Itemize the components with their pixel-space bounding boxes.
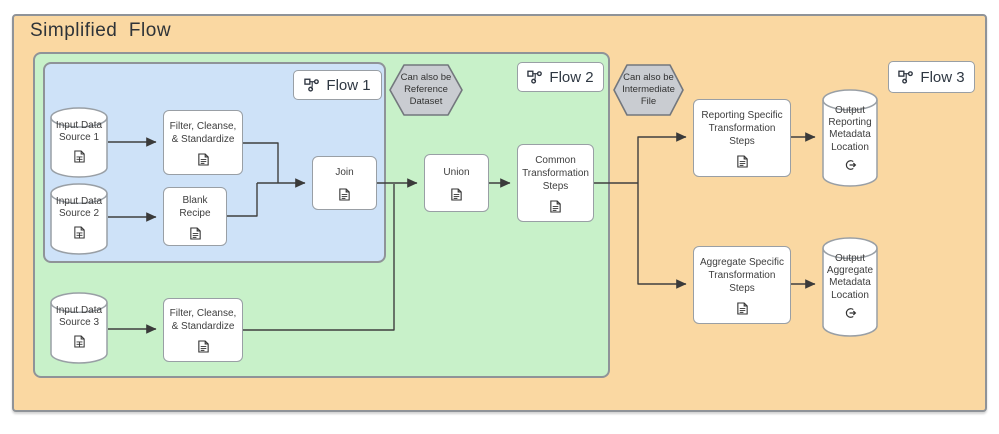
node-label: Output Aggregate Metadata Location bbox=[826, 253, 874, 301]
export-icon bbox=[843, 159, 857, 171]
node-label: Output Reporting Metadata Location bbox=[828, 105, 872, 153]
table-file-icon bbox=[73, 150, 85, 163]
document-icon bbox=[197, 152, 209, 166]
cylinder-shape bbox=[822, 237, 878, 337]
node-input-data-source-2[interactable]: Input Data Source 2 bbox=[50, 183, 108, 255]
table-file-icon bbox=[73, 226, 85, 239]
node-aggregate-specific-transformation-steps[interactable]: Aggregate Specific Transformation Steps bbox=[693, 246, 791, 324]
flow3-label-box[interactable]: Flow 3 bbox=[888, 61, 975, 93]
flow2-label-box[interactable]: Flow 2 bbox=[517, 62, 604, 92]
node-label: Join bbox=[335, 166, 354, 178]
node-filter-cleanse-standardize-1[interactable]: Filter, Cleanse, & Standardize bbox=[163, 110, 243, 175]
cylinder-shape bbox=[50, 183, 108, 255]
callout-intermediate-file[interactable]: Can also be Intermediate File bbox=[612, 62, 685, 118]
node-label: Reporting Specific Transformation Steps bbox=[701, 109, 783, 147]
node-label: Blank Recipe bbox=[179, 194, 211, 219]
callout-intermediate-label: Can also be Intermediate File bbox=[622, 72, 675, 107]
document-icon bbox=[189, 226, 201, 240]
node-join[interactable]: Join bbox=[312, 156, 377, 210]
document-icon bbox=[550, 199, 561, 213]
node-filter-cleanse-standardize-2[interactable]: Filter, Cleanse, & Standardize bbox=[163, 298, 243, 362]
flow1-label: Flow 1 bbox=[326, 76, 371, 94]
node-blank-recipe[interactable]: Blank Recipe bbox=[163, 187, 227, 246]
hexagon-shape bbox=[613, 64, 684, 116]
diagram-title: Simplified Flow bbox=[30, 20, 172, 41]
node-reporting-specific-transformation-steps[interactable]: Reporting Specific Transformation Steps bbox=[693, 99, 791, 177]
node-input-data-source-3[interactable]: Input Data Source 3 bbox=[50, 292, 108, 364]
flow1-label-box[interactable]: Flow 1 bbox=[293, 70, 382, 100]
cylinder-shape bbox=[822, 89, 878, 187]
cylinder-shape bbox=[50, 107, 108, 178]
flow-branch-icon bbox=[527, 70, 543, 84]
node-label: Filter, Cleanse, & Standardize bbox=[169, 308, 237, 332]
node-input-data-source-1[interactable]: Input Data Source 1 bbox=[50, 107, 108, 178]
node-label: Union bbox=[443, 166, 470, 178]
node-output-reporting-metadata-location[interactable]: Output Reporting Metadata Location bbox=[822, 89, 878, 187]
callout-reference-dataset[interactable]: Can also be Reference Dataset bbox=[388, 62, 464, 118]
callout-reference-label: Can also be Reference Dataset bbox=[400, 72, 452, 107]
hexagon-shape bbox=[389, 64, 463, 116]
node-output-aggregate-metadata-location[interactable]: Output Aggregate Metadata Location bbox=[822, 237, 878, 337]
node-common-transformation-steps[interactable]: Common Transformation Steps bbox=[517, 144, 594, 222]
node-label: Filter, Cleanse, & Standardize bbox=[169, 120, 237, 145]
flow2-label: Flow 2 bbox=[549, 68, 594, 86]
node-label: Input Data Source 2 bbox=[55, 196, 103, 220]
node-label: Common Transformation Steps bbox=[522, 154, 589, 192]
document-icon bbox=[736, 154, 748, 168]
node-label: Input Data Source 3 bbox=[55, 305, 103, 329]
flow-branch-icon bbox=[304, 78, 320, 92]
node-label: Input Data Source 1 bbox=[55, 120, 103, 144]
flow-branch-icon bbox=[898, 70, 914, 84]
document-icon bbox=[736, 301, 748, 315]
document-icon bbox=[451, 187, 462, 201]
cylinder-shape bbox=[50, 292, 108, 364]
table-file-icon bbox=[73, 335, 85, 348]
document-icon bbox=[197, 340, 209, 353]
flow3-label: Flow 3 bbox=[920, 68, 965, 86]
node-label: Aggregate Specific Transformation Steps bbox=[700, 256, 784, 294]
export-icon bbox=[843, 307, 857, 319]
node-union[interactable]: Union bbox=[424, 154, 489, 212]
document-icon bbox=[339, 187, 350, 201]
